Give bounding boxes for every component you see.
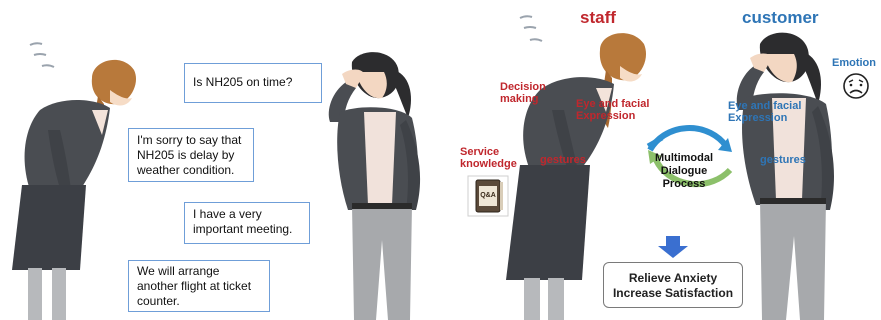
qa-book-icon: [467, 175, 509, 217]
bubble-text-1: Is NH205 on time?: [193, 75, 293, 89]
multimodal-dialogue-process: Multimodal Dialogue Process: [654, 152, 714, 190]
label-customer-eye-expression: Eye and facial Expression: [728, 100, 802, 124]
customer-figure-right: [736, 32, 834, 320]
staff-figure-left: [12, 59, 137, 320]
speech-bubble-1: Is NH205 on time?: [184, 63, 322, 103]
customer-title: customer: [742, 8, 819, 27]
worry-marks-left: [29, 42, 55, 68]
label-staff-eye-expression: Eye and facial Expression: [576, 98, 650, 122]
result-line-1: Relieve Anxiety: [628, 271, 718, 285]
dialogue-cycle-arrows: [646, 125, 733, 188]
bubble-text-2: I'm sorry to say that NH205 is delay by …: [137, 133, 242, 177]
label-staff-gestures: gestures: [540, 154, 586, 166]
bubble-text-3: I have a very important meeting.: [193, 207, 293, 236]
speech-bubble-2: I'm sorry to say that NH205 is delay by …: [128, 128, 254, 182]
label-emotion: Emotion: [832, 57, 876, 69]
label-service-knowledge: Service knowledge: [460, 146, 517, 170]
qa-book-label: Q&A: [480, 192, 496, 199]
bubble-text-4: We will arrange another flight at ticket…: [137, 264, 252, 308]
worry-marks-right: [519, 15, 543, 42]
down-arrow-icon: [658, 236, 688, 258]
customer-figure-left: [328, 52, 421, 320]
staff-figure-right: [506, 33, 647, 320]
speech-bubble-3: I have a very important meeting.: [184, 202, 310, 244]
label-decision-making: Decision making: [500, 81, 546, 105]
emotion-face-icon: [843, 73, 869, 99]
result-line-2: Increase Satisfaction: [612, 286, 734, 300]
result-box: Relieve Anxiety Increase Satisfaction: [603, 262, 743, 308]
label-customer-gestures: gestures: [760, 154, 806, 166]
staff-title: staff: [580, 8, 616, 27]
speech-bubble-4: We will arrange another flight at ticket…: [128, 260, 270, 312]
